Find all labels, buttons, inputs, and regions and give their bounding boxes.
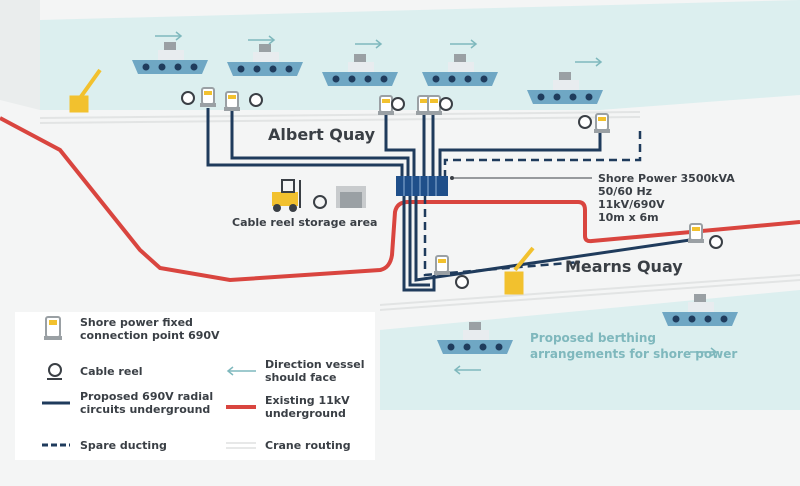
legend-direction-line1: Direction vessel [265, 358, 365, 371]
substation [396, 176, 592, 196]
legend-radial-line1: Proposed 690V radial [80, 390, 213, 403]
legend-crane-label: Crane routing [265, 439, 351, 452]
land-left [0, 0, 40, 110]
legend-connection-point-line2: connection point 690V [80, 329, 220, 342]
cable-storage-label: Cable reel storage area [232, 216, 377, 229]
water-top [40, 0, 800, 110]
arrow-right-icon [155, 31, 183, 41]
cable-reel-icon [391, 97, 405, 111]
existing-11kv-cable [0, 116, 800, 283]
ship-icon [662, 294, 738, 326]
connection-point-icon [224, 91, 240, 111]
substation-spec-frequency: 50/60 Hz [598, 185, 652, 198]
connection-point-icon [594, 113, 610, 133]
ship-icon [527, 72, 603, 104]
legend-existing-line1: Existing 11kV [265, 394, 350, 407]
legend-existing-line2: underground [265, 407, 346, 420]
ship-icon [437, 322, 513, 354]
arrow-right-icon [450, 39, 478, 49]
legend-direction-line2: should face [265, 371, 336, 384]
connection-point-icon [434, 255, 450, 275]
ship-icon [322, 54, 398, 86]
substation-spec-size: 10m x 6m [598, 211, 659, 224]
legend-radial-line2: circuits underground [80, 403, 210, 416]
forklift-icon [272, 179, 301, 212]
cable-reel-icon [181, 91, 195, 105]
ship-icon [227, 44, 303, 76]
legend-arrow-left-icon [226, 366, 256, 376]
arrow-right-icon [248, 35, 276, 45]
legend-crane-swatch [226, 442, 256, 449]
storage-building-icon [336, 186, 366, 208]
spare-ducting [423, 130, 642, 277]
legend-connection-point-line1: Shore power fixed [80, 316, 193, 329]
legend-cable-reel-label: Cable reel [80, 365, 143, 378]
cable-reel-icon [578, 115, 592, 129]
connection-point-icon [200, 87, 216, 107]
cable-reel-icon [439, 97, 453, 111]
cable-reel-icon [455, 275, 469, 289]
connection-point-icon [688, 223, 704, 243]
albert-quay-label: Albert Quay [268, 125, 376, 144]
connection-point-icon [426, 95, 442, 115]
ship-icon [422, 54, 498, 86]
arrow-right-icon [690, 347, 718, 357]
crane-icon [504, 246, 535, 295]
ship-icon [132, 42, 208, 74]
arrow-right-icon [575, 57, 603, 67]
substation-spec-voltage: 11kV/690V [598, 198, 665, 211]
substation-spec-power: Shore Power 3500kVA [598, 172, 735, 185]
mearns-quay-label: Mearns Quay [565, 257, 683, 276]
cable-reel-icon [313, 195, 327, 209]
crane-routing [39, 111, 800, 311]
legend-box [15, 312, 375, 460]
legend-spare-label: Spare ducting [80, 439, 167, 452]
arrow-left-icon [453, 365, 481, 375]
arrow-right-icon [355, 39, 383, 49]
berthing-label-line2: arrangements for shore power [530, 347, 737, 361]
crane-icon [69, 68, 102, 113]
cable-reel-icon [249, 93, 263, 107]
legend-connection-point-icon [44, 316, 62, 340]
berthing-label-line1: Proposed berthing [530, 331, 656, 345]
legend-cable-reel-icon [47, 363, 62, 380]
radial-circuits [206, 108, 691, 292]
cable-reel-icon [709, 235, 723, 249]
